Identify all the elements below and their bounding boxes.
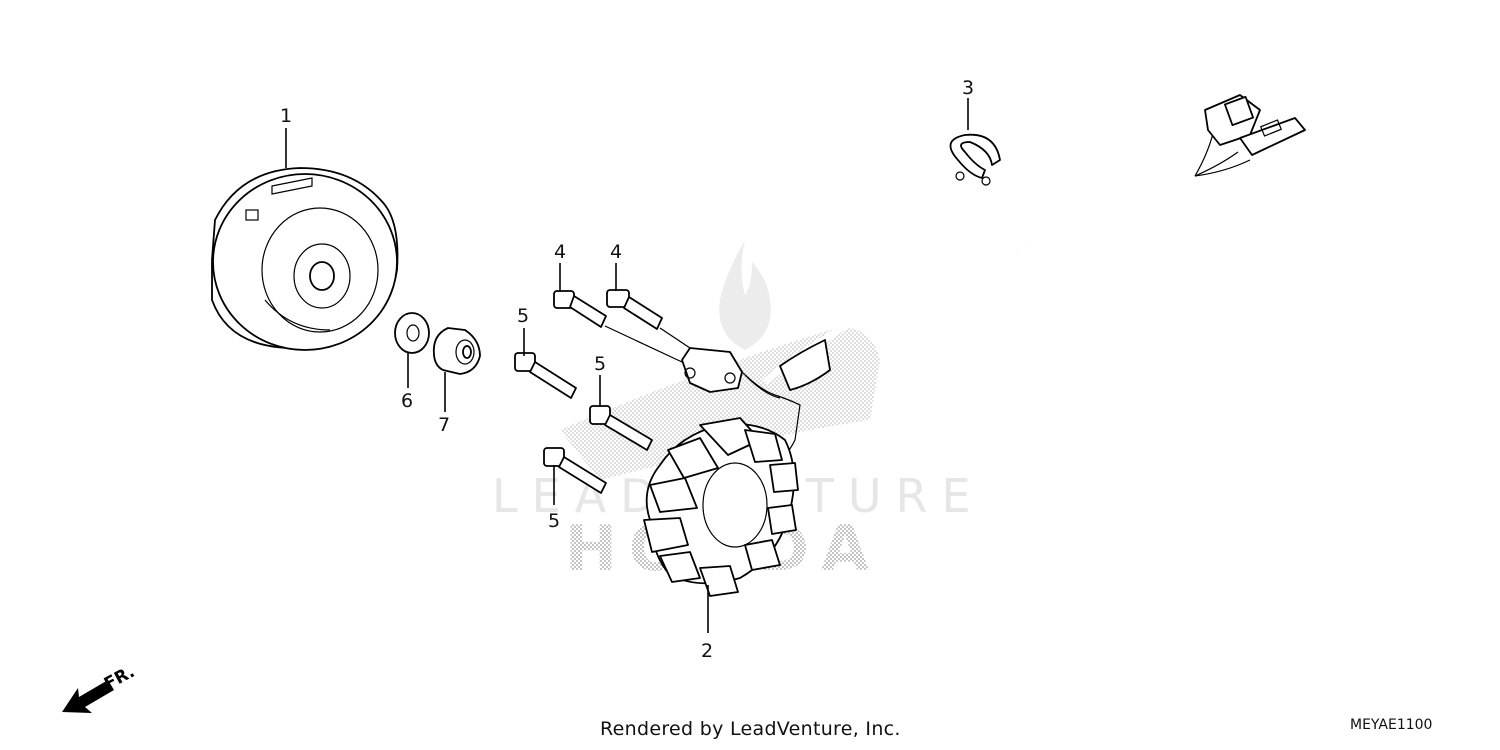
callout-5a: 5 [517, 305, 529, 327]
callout-3: 3 [962, 77, 974, 99]
callout-5c: 5 [548, 510, 560, 532]
callout-6: 6 [401, 390, 413, 412]
watermark-flame-icon [719, 240, 771, 350]
callout-4b: 4 [610, 241, 622, 263]
stator-assembly [643, 94, 1306, 597]
bolt-5a [514, 352, 577, 399]
bolt-5c [543, 447, 607, 494]
bolt-5b [589, 405, 653, 451]
callout-4a: 4 [554, 241, 566, 263]
leader-lines [285, 98, 969, 633]
flange-nut [432, 327, 481, 375]
callout-1: 1 [280, 105, 292, 127]
diagram-code: MEYAE1100 [1350, 717, 1433, 733]
bolt-4a [553, 290, 607, 328]
callout-5b: 5 [594, 353, 606, 375]
bolt-4b [606, 289, 663, 330]
washer [394, 312, 430, 354]
front-arrow-icon [62, 680, 114, 713]
callout-7: 7 [438, 414, 450, 436]
flywheel-rotor [211, 167, 399, 351]
front-direction-indicator: FR. [62, 662, 138, 713]
render-credit: Rendered by LeadVenture, Inc. [600, 718, 901, 740]
callout-2: 2 [701, 640, 713, 662]
callout-numbers: 1 2 3 4 4 5 5 5 6 7 [280, 77, 974, 662]
wire-clip [949, 133, 1001, 186]
